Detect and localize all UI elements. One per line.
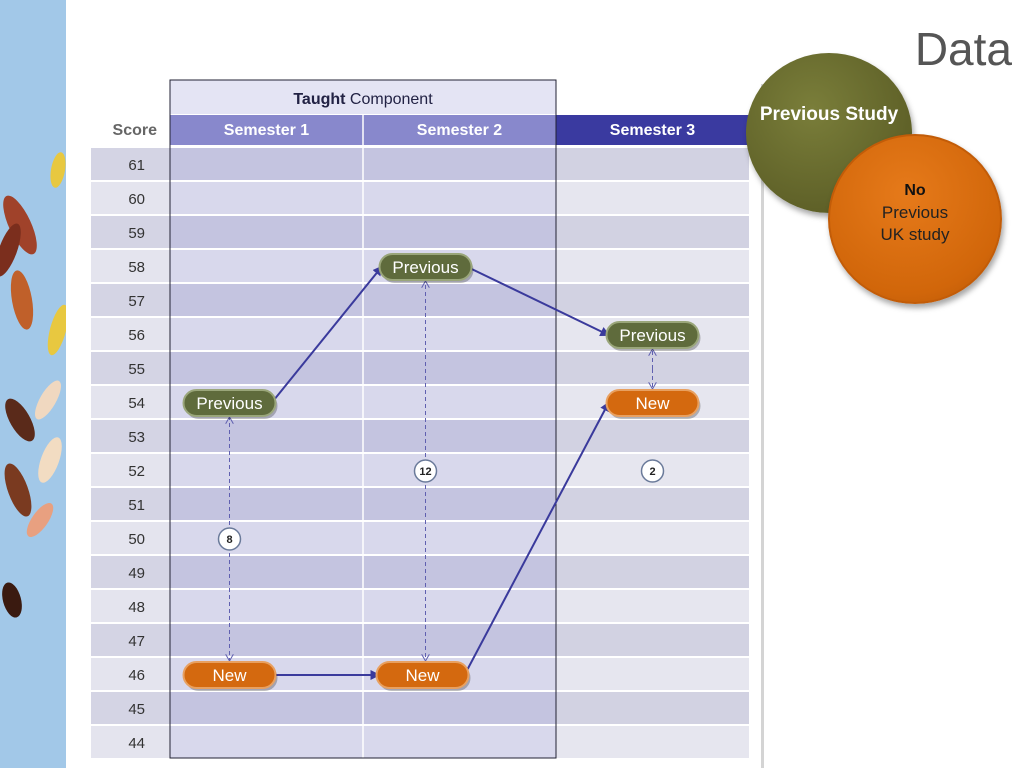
semester3-row — [556, 726, 749, 758]
decorative-leaves-graphic — [0, 152, 66, 618]
previous-pill: Previous — [182, 389, 278, 419]
semester3-row — [556, 692, 749, 724]
previous-pill: Previous — [378, 253, 474, 283]
score-label: 60 — [128, 191, 145, 208]
score-label: 58 — [128, 259, 145, 276]
slide-title: Data — [914, 23, 1012, 75]
semester3-row — [556, 658, 749, 690]
score-cell — [91, 522, 170, 554]
semester-header-3: Semester 3 — [610, 122, 695, 139]
score-label: 56 — [128, 327, 145, 344]
score-cell — [91, 352, 170, 384]
pill-label: Previous — [196, 394, 262, 413]
score-label: 45 — [128, 701, 145, 718]
semester3-row — [556, 624, 749, 656]
pill-label: New — [635, 394, 670, 413]
score-cell — [91, 556, 170, 588]
semester-header-1: Semester 1 — [224, 122, 309, 139]
gap-badge — [640, 459, 665, 483]
score-cell — [91, 454, 170, 486]
pill-body — [375, 661, 470, 689]
score-label: 54 — [128, 395, 145, 412]
no-previous-line1: No — [904, 182, 926, 199]
new-pill: New — [182, 661, 278, 691]
score-label: 53 — [128, 429, 145, 446]
previous-study-label: Previous Study — [759, 104, 899, 125]
semester3-row — [556, 148, 749, 180]
score-cell — [91, 148, 170, 180]
score-label: 51 — [128, 497, 145, 514]
score-cell — [91, 182, 170, 214]
pill-body — [182, 389, 277, 417]
pill-label: New — [212, 666, 247, 685]
score-label: 55 — [128, 361, 145, 378]
semester3-row — [556, 420, 749, 452]
pill-label: New — [405, 666, 440, 685]
taught-component-header — [170, 80, 556, 114]
pill-label: Previous — [392, 258, 458, 277]
score-cell — [91, 216, 170, 248]
no-previous-line3: UK study — [880, 225, 950, 244]
score-chart-panel: 61 60 59 58 57 56 55 54 53 52 51 50 49 48 47 46 45 44 Tau… — [77, 78, 761, 768]
score-cell — [91, 488, 170, 520]
score-label: 52 — [128, 463, 145, 480]
score-label: 44 — [128, 735, 145, 752]
score-header: Score — [113, 122, 158, 139]
pill-body — [378, 253, 473, 281]
semester3-row — [556, 556, 749, 588]
taught-component-label: Taught Component — [293, 91, 433, 108]
score-grid: 61 60 59 58 57 56 55 54 53 52 51 50 49 48 47 46 45 44 Tau… — [91, 79, 749, 759]
score-cell — [91, 386, 170, 418]
score-cell — [91, 658, 170, 690]
semester3-row — [556, 590, 749, 622]
taught-component-frame — [169, 79, 557, 759]
score-label: 49 — [128, 565, 145, 582]
new-pill: New — [605, 389, 701, 419]
semester3-row — [556, 250, 749, 282]
pill-body — [605, 389, 700, 417]
score-cell — [91, 692, 170, 724]
progression-arrow-previous — [270, 265, 383, 404]
gap-badge-value: 12 — [419, 466, 431, 478]
pill-label: Previous — [619, 326, 685, 345]
gap-badge — [413, 459, 438, 483]
semester3-row — [556, 216, 749, 248]
score-label: 61 — [128, 157, 145, 174]
new-pill: New — [375, 661, 471, 691]
score-cell — [91, 318, 170, 350]
gap-badge-value: 8 — [226, 534, 232, 546]
progression-arrow-previous — [467, 266, 611, 337]
score-label: 59 — [128, 225, 145, 242]
score-label: 47 — [128, 633, 145, 650]
score-cell — [91, 250, 170, 282]
semester3-row — [556, 182, 749, 214]
pill-body — [182, 661, 277, 689]
semester3-header-band — [556, 115, 749, 145]
pill-body — [605, 321, 700, 349]
score-cell — [91, 726, 170, 758]
progression-arrow-new — [463, 401, 610, 676]
semester-header-2: Semester 2 — [417, 122, 502, 139]
gap-badge — [217, 527, 242, 551]
no-previous-study-legend-circle: No Previous UK study — [828, 134, 1002, 304]
score-label: 50 — [128, 531, 145, 548]
score-label: 48 — [128, 599, 145, 616]
score-label: 57 — [128, 293, 145, 310]
left-decorative-band — [0, 0, 66, 768]
score-label: 46 — [128, 667, 145, 684]
score-cell — [91, 284, 170, 316]
score-cell — [91, 590, 170, 622]
semester3-row — [556, 522, 749, 554]
no-previous-line2: Previous — [881, 203, 949, 222]
semester3-row — [556, 284, 749, 316]
score-cell — [91, 420, 170, 452]
score-cell — [91, 624, 170, 656]
gap-badge-value: 2 — [649, 466, 655, 478]
semester3-row — [556, 488, 749, 520]
previous-pill: Previous — [605, 321, 701, 351]
